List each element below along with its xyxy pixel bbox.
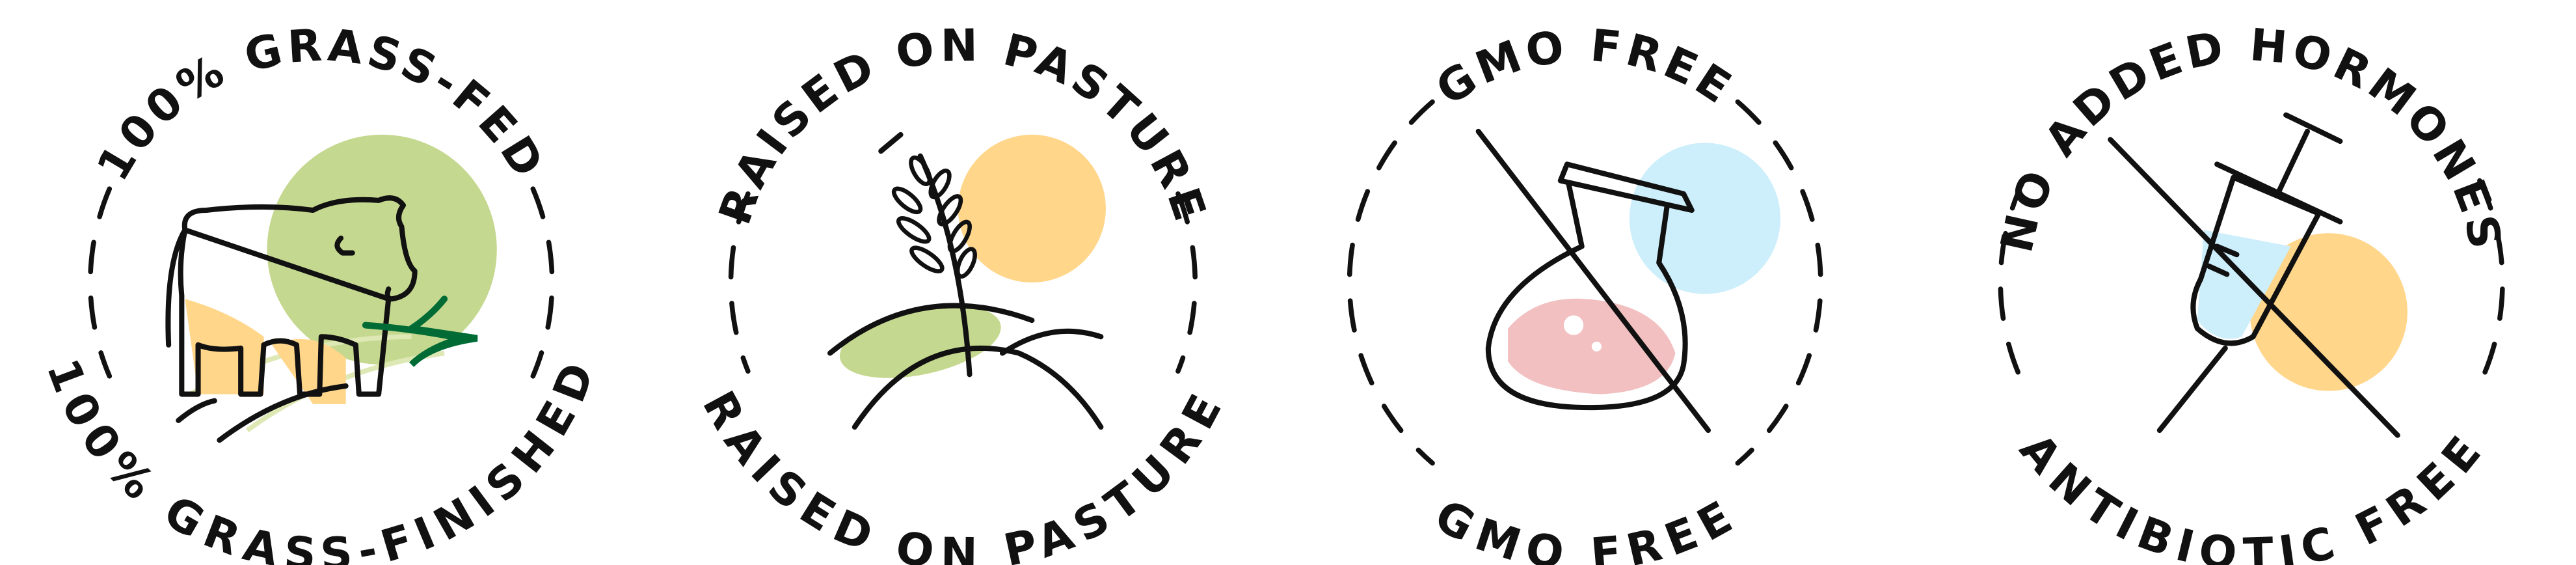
badge-grass-fed: 100% GRASS-FED 100% GRASS-FINISHED	[36, 20, 602, 565]
badge-bottom-text: GMO FREE	[1427, 490, 1745, 565]
dashed-arc-right	[530, 186, 555, 379]
dashed-arc-left	[728, 191, 751, 374]
crossed-syringe-icon	[2108, 112, 2408, 438]
badge-no-added-hormones: NO ADDED HORMONES ANTIBIOTIC FREE	[1991, 20, 2512, 565]
badge-bottom-text: ANTIBIOTIC FREE	[2009, 424, 2494, 565]
badge-gmo-free: GMO FREE GMO FREE	[1347, 20, 1823, 565]
badge-bottom-text: RAISED ON PASTURE	[692, 383, 1234, 565]
dashed-arc-left	[1998, 178, 2026, 387]
dashed-arc-right	[2477, 178, 2505, 387]
wheat-pasture-icon	[827, 131, 1106, 430]
dashed-arc-right	[1175, 191, 1198, 374]
dashed-arc-left	[1347, 99, 1435, 466]
badge-top-text: GMO FREE	[1427, 20, 1743, 116]
dashed-arc-right	[1735, 99, 1823, 466]
crossed-flask-icon	[1475, 128, 1780, 434]
badge-top-text: NO ADDED HORMONES	[1991, 20, 2512, 257]
cow-icon	[165, 134, 497, 443]
dashed-arc-left	[88, 186, 113, 379]
badge-raised-on-pasture: RAISED ON PASTURE RAISED ON PASTURE	[692, 20, 1234, 565]
